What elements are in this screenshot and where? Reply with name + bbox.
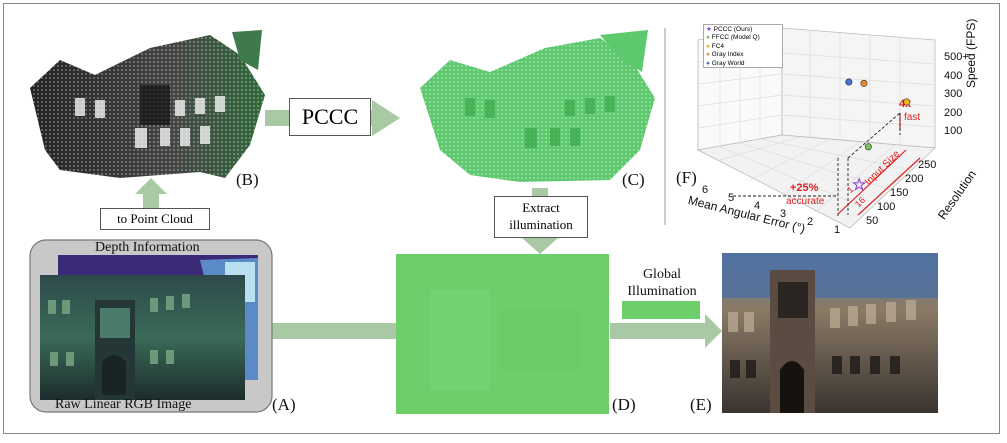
legend-label: Gray Index (711, 51, 744, 59)
figure-frame (3, 3, 1000, 434)
legend-item-gray-world: ● Gray World (706, 60, 780, 68)
chart-dashed-guides (733, 112, 901, 218)
raw-rgb-image (40, 275, 245, 400)
legend-label: Gray World (711, 59, 745, 67)
annotation-4x: 4x (899, 98, 912, 110)
x-tick-4: 4 (754, 200, 761, 212)
pccc-box: PCCC (289, 98, 371, 136)
global-illumination-line2: Illumination (627, 284, 697, 299)
label-c: (C) (622, 170, 645, 189)
legend-label: FC4 (711, 42, 725, 50)
y-tick-50: 50 (866, 215, 879, 227)
arrow-c-down-head (522, 238, 558, 254)
circle-icon: ● (706, 59, 710, 67)
x-tick-6: 6 (702, 184, 709, 196)
global-illumination-line1: Global (642, 267, 682, 282)
annotation-fast: fast (904, 112, 921, 123)
label-b: (B) (236, 170, 259, 189)
legend-label: PCCC (Ours) (713, 26, 753, 33)
extract-illumination-line2: illumination (509, 217, 573, 232)
depth-information-caption: Depth Information (95, 240, 200, 255)
z-tick: 300 (944, 88, 963, 100)
label-d: (D) (612, 395, 636, 414)
circle-icon: ● (706, 42, 710, 50)
chart-legend: ★ PCCC (Ours) ● FFCC (Model Q) ● FC4 ● G… (703, 24, 783, 68)
z-tick: 400 (944, 69, 963, 82)
arrow-a-up-head (135, 178, 167, 194)
annotation-plus25: +25% (790, 182, 819, 194)
to-point-cloud-box: to Point Cloud (100, 208, 210, 230)
z-tick: 500+ (944, 51, 969, 63)
label-f: (F) (676, 168, 697, 187)
y-tick-150: 150 (890, 187, 909, 199)
point-cloud-grayscale (30, 30, 265, 178)
star-icon: ★ (706, 26, 712, 33)
y-tick-200: 200 (905, 173, 924, 185)
x-tick-3: 3 (780, 208, 787, 220)
arrow-a-d-shaft (272, 323, 396, 339)
y-tick-250: 250 (918, 159, 937, 171)
z-tick-labels: 500+ 400 300 200 100 (944, 48, 969, 141)
extract-illumination-box: Extract illumination (494, 196, 588, 238)
arrow-d-e-shaft (610, 323, 708, 339)
x-tick-2: 2 (807, 216, 814, 228)
circle-icon: ● (706, 51, 710, 59)
illumination-map (396, 254, 609, 414)
legend-item-ffcc: ● FFCC (Model Q) (706, 34, 780, 42)
raw-image-caption: Raw Linear RGB Image (55, 397, 192, 412)
x-tick-5: 5 (728, 192, 735, 204)
corrected-image (722, 253, 938, 413)
legend-item-pccc: ★ PCCC (Ours) (706, 26, 780, 34)
legend-label: FFCC (Model Q) (711, 34, 760, 42)
x-tick-1: 1 (834, 224, 841, 236)
label-a: (A) (272, 395, 296, 414)
arrow-d-e-head (705, 314, 722, 348)
legend-item-gray-index: ● Gray Index (706, 51, 780, 59)
annotation-accurate: accurate (786, 196, 825, 207)
z-tick: 200 (944, 106, 963, 119)
z-axis-label: Speed (FPS) (964, 18, 978, 88)
global-illumination-swatch (622, 301, 700, 319)
z-axis-label-wrap: Speed (FPS) (964, 19, 978, 88)
z-tick: 100 (944, 125, 963, 137)
point-cloud-green (420, 30, 655, 182)
legend-item-fc4: ● FC4 (706, 43, 780, 51)
extract-illumination-line1: Extract (522, 200, 560, 215)
y-tick-100: 100 (877, 201, 896, 213)
arrow-b-c-head (372, 100, 400, 136)
label-e: (E) (690, 395, 712, 414)
global-illumination-caption: Global Illumination (622, 266, 702, 300)
circle-icon: ● (706, 34, 710, 42)
